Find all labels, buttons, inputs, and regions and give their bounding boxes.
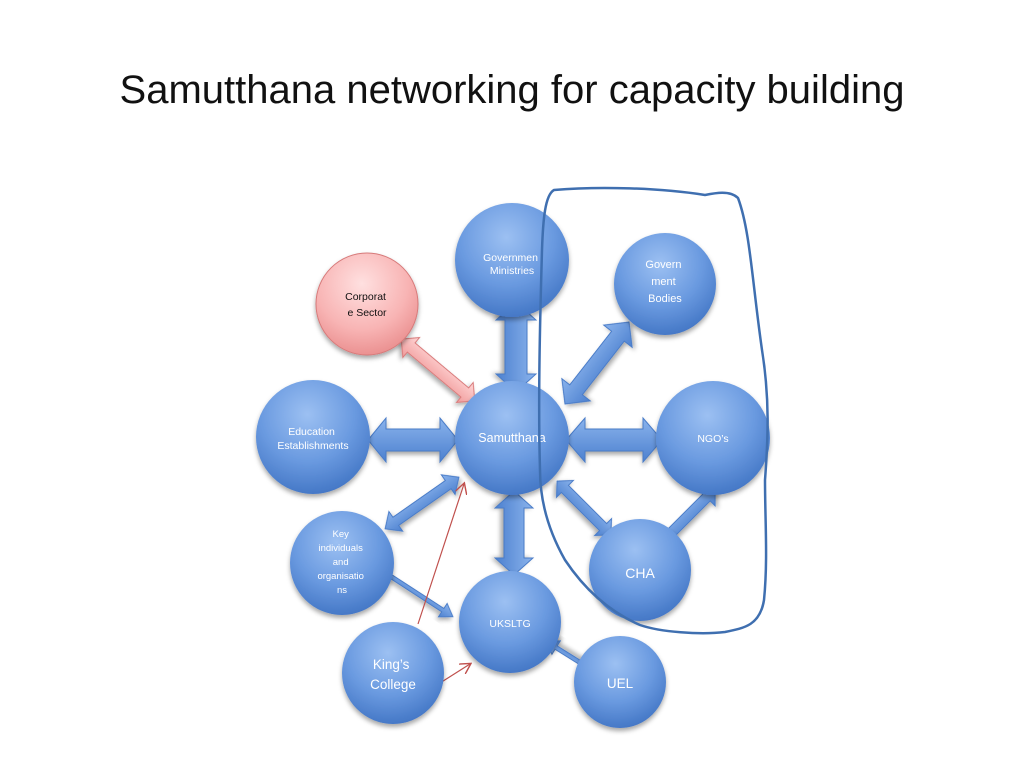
node-label-line: UEL — [607, 676, 634, 691]
arrow-samutthana-ngos — [565, 416, 663, 464]
node-government-bodies: Govern ment Bodies — [614, 233, 716, 335]
node-label-line: and — [333, 557, 349, 568]
node-corporate-sector: Corporat e Sector — [315, 252, 419, 356]
svg-text:Key individuals: Key individuals and organisatio ns — [317, 529, 366, 596]
node-label-line: UKSLTG — [489, 618, 530, 630]
node-samutthana: Samutthana — [455, 381, 569, 495]
node-cha: CHA — [589, 519, 691, 621]
node-label-line: College — [370, 677, 416, 692]
slide-title: Samutthana networking for capacity build… — [119, 68, 905, 112]
node-label-line: individuals — [318, 543, 363, 554]
red-arrow-kings-uksltg — [439, 664, 470, 684]
red-arrow-kings-samutthana — [417, 484, 464, 625]
node-kings-college: King’s College — [342, 622, 444, 724]
node-label-line: Governmen — [483, 252, 538, 264]
node-label-line: organisatio — [317, 571, 363, 582]
node-uksltg: UKSLTG — [459, 571, 561, 673]
node-label-line: Establishments — [277, 440, 348, 452]
node-label-line: Govern — [645, 259, 681, 271]
svg-text:UEL: UEL — [607, 676, 634, 691]
node-label-line: Education — [288, 426, 335, 438]
node-ngos: NGO’s — [656, 381, 770, 495]
arrow-education-samutthana — [367, 416, 459, 464]
node-label-line: CHA — [625, 565, 655, 581]
arrow-samutthana-gov-bodies — [561, 321, 633, 405]
node-label-line: Samutthana — [478, 431, 545, 445]
svg-text:King’s College: King’s College — [370, 657, 416, 692]
svg-text:Governmen Ministries: Governmen Ministries — [483, 252, 541, 277]
hand-drawn-outline — [537, 186, 769, 635]
svg-text:NGO’s: NGO’s — [697, 433, 728, 445]
network-nodes: Governmen Ministries Corporat e Sector G… — [256, 203, 770, 728]
node-label-line: Corporat — [345, 291, 386, 303]
node-label-line: Key — [332, 529, 349, 540]
node-uel: UEL — [574, 636, 666, 728]
node-label-line: Ministries — [490, 265, 534, 277]
arrow-key-individuals-uksltg — [389, 574, 454, 618]
arrow-samutthana-uksltg — [493, 490, 535, 576]
connector-arrows — [367, 301, 716, 684]
node-label-line: Bodies — [648, 293, 682, 305]
node-education-establishments: Education Establishments — [256, 380, 370, 494]
arrow-corporate-samutthana — [400, 336, 476, 404]
node-key-individuals: Key individuals and organisatio ns — [290, 511, 394, 615]
svg-text:Govern ment: Govern ment Bodies — [645, 259, 684, 305]
node-label-line: e Sector — [347, 307, 387, 319]
node-label-line: ns — [337, 585, 347, 596]
svg-text:UKSLTG: UKSLTG — [489, 618, 530, 630]
svg-text:Samutthana: Samutthana — [478, 431, 545, 445]
node-government-ministries: Governmen Ministries — [455, 203, 569, 317]
node-label-line: ment — [651, 276, 675, 288]
svg-text:CHA: CHA — [625, 565, 655, 581]
svg-text:Corporat e Sector: Corporat e Sector — [345, 291, 389, 319]
node-label-line: NGO’s — [697, 433, 728, 445]
arrow-samutthana-key-individuals — [384, 474, 460, 532]
node-label-line: King’s — [373, 657, 410, 672]
svg-text:Education Establishm: Education Establishments — [277, 426, 348, 452]
